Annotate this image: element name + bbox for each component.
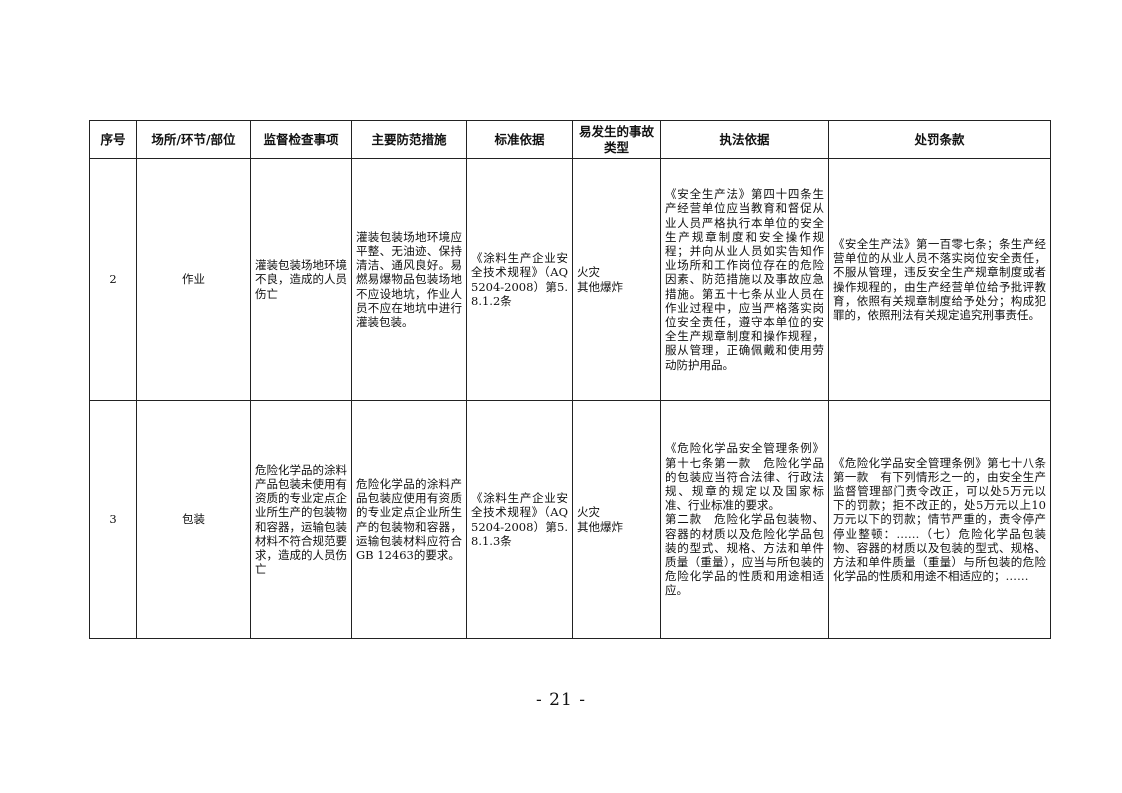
header-place: 场所/环节/部位 — [136, 120, 251, 159]
header-standard: 标准依据 — [466, 120, 573, 159]
header-no: 序号 — [89, 120, 137, 159]
row-penalty: 《危险化学品安全管理条例》第七十八条第一款 有下列情形之一的，由安全生产监督管理… — [828, 400, 1051, 639]
row-place: 包装 — [136, 400, 251, 639]
table-row: 2 作业 灌装包装场地环境不良，造成的人员伤亡 灌装包装场地环境应平整、无油迹、… — [89, 158, 1051, 401]
table-row: 3 包装 危险化学品的涂料产品包装未使用有资质的专业定点企业所生产的包装物和容器… — [89, 400, 1051, 639]
row-penalty: 《安全生产法》第一百零七条；条生产经营单位的从业人员不落实岗位安全责任，不服从管… — [828, 158, 1051, 401]
row-measure: 灌装包装场地环境应平整、无油迹、保持清洁、通风良好。易燃易爆物品包装场地不应设地… — [351, 158, 467, 401]
row-measure: 危险化学品的涂料产品包装应使用有资质的专业定点企业所生产的包装物和容器，运输包装… — [351, 400, 467, 639]
row-item: 灌装包装场地环境不良，造成的人员伤亡 — [250, 158, 352, 401]
page-number: - 21 - — [536, 690, 586, 710]
row-law: 《安全生产法》第四十四条生产经营单位应当教育和督促从业人员严格执行本单位的安全生… — [660, 158, 829, 401]
row-no: 3 — [89, 400, 137, 639]
row-accident: 火灾 其他爆炸 — [572, 400, 661, 639]
header-row: 序号 场所/环节/部位 监督检查事项 主要防范措施 标准依据 易发生的事故类型 … — [89, 120, 1051, 159]
row-no: 2 — [89, 158, 137, 401]
header-item: 监督检查事项 — [250, 120, 352, 159]
header-accident: 易发生的事故类型 — [572, 120, 661, 159]
row-standard: 《涂料生产企业安全技术规程》（AQ 5204-2008）第5.8.1.3条 — [466, 400, 573, 639]
header-measure: 主要防范措施 — [351, 120, 467, 159]
row-law: 《危险化学品安全管理条例》第十七条第一款 危险化学品的包装应当符合法律、行政法规… — [660, 400, 829, 639]
header-law: 执法依据 — [660, 120, 829, 159]
row-place: 作业 — [136, 158, 251, 401]
regulation-table: 序号 场所/环节/部位 监督检查事项 主要防范措施 标准依据 易发生的事故类型 … — [89, 120, 1051, 639]
row-accident: 火灾 其他爆炸 — [572, 158, 661, 401]
row-standard: 《涂料生产企业安全技术规程》（AQ 5204-2008）第5.8.1.2条 — [466, 158, 573, 401]
header-penalty: 处罚条款 — [828, 120, 1051, 159]
row-item: 危险化学品的涂料产品包装未使用有资质的专业定点企业所生产的包装物和容器，运输包装… — [250, 400, 352, 639]
